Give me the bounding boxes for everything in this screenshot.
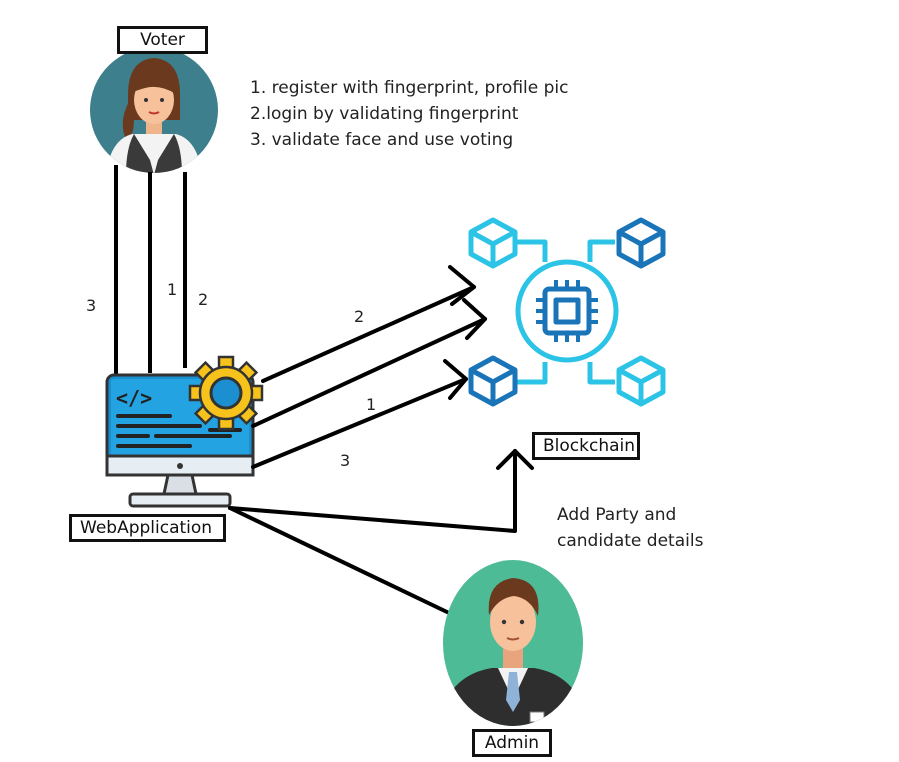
webapp-label: WebApplication <box>69 514 226 542</box>
edge-label-voter-left: 3 <box>86 296 97 315</box>
voter-webapp-lines <box>114 165 187 378</box>
gear-icon <box>188 355 264 431</box>
admin-note-line-1: Add Party and <box>557 505 677 525</box>
blockchain-network-icon <box>468 217 666 407</box>
admin-arrow <box>228 449 534 614</box>
admin-note-line-2: candidate details <box>557 531 704 551</box>
edge-label-chain-bottom: 3 <box>340 451 351 470</box>
voter-avatar-icon <box>90 47 218 173</box>
svg-text:</>: </> <box>116 386 152 410</box>
voter-step-1: 1. register with fingerprint, profile pi… <box>250 78 569 98</box>
edge-label-chain-top: 2 <box>354 307 365 326</box>
voter-label: Voter <box>117 26 208 54</box>
voter-step-2: 2.login by validating fingerprint <box>250 104 519 124</box>
webapp-blockchain-arrows <box>251 265 487 469</box>
voter-step-3: 3. validate face and use voting <box>250 130 514 150</box>
edge-label-chain-mid: 1 <box>366 395 377 414</box>
edge-label-voter-mid: 1 <box>167 280 178 299</box>
edge-label-voter-right: 2 <box>198 290 209 309</box>
admin-avatar-icon <box>443 560 583 726</box>
admin-label: Admin <box>472 729 552 757</box>
blockchain-label: Blockchain <box>532 432 640 460</box>
